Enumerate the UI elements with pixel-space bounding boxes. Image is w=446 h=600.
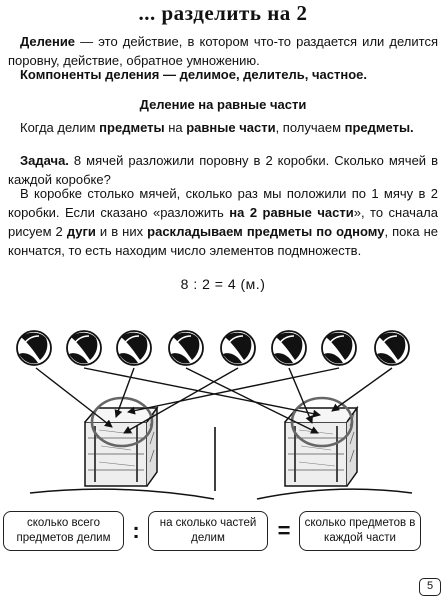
group-circle-right	[290, 396, 354, 448]
intro-text-1: Когда делим	[20, 120, 100, 135]
quotient-text: сколько предметов в каждой части	[304, 517, 416, 544]
divisor-text: на сколько частей делим	[159, 517, 257, 544]
explanation-text-2: », то сначала рисуем 2	[8, 205, 438, 239]
task-paragraph: Задача. 8 мячей разложили поровну в 2 ко…	[8, 151, 438, 189]
section-title: Деление на равные части	[139, 97, 307, 112]
divisor-box: на сколько частей делим	[148, 511, 268, 551]
explanation-bold-1: на 2 равные части	[229, 205, 354, 220]
group-arc-right	[256, 488, 413, 500]
dividend-box: сколько всего предметов делим	[3, 511, 124, 551]
page-title: ... разделить на 2	[138, 1, 308, 25]
intro-text-3: , получаем	[275, 120, 345, 135]
quotient-box: сколько предметов в каждой части	[299, 511, 421, 551]
ball-icon-6	[271, 330, 307, 366]
ball-icon-7	[321, 330, 357, 366]
explanation-text-1: В коробке столько мячей, сколько раз мы …	[8, 186, 438, 220]
division-formula: 8 : 2 = 4 (м.)	[180, 276, 266, 292]
intro-bold-3: предметы.	[344, 120, 414, 135]
dividend-text: сколько всего предметов делим	[16, 517, 111, 544]
page-number: 5	[419, 578, 441, 596]
explanation-bold-2: дуги	[66, 224, 96, 239]
definition-term: Деление	[20, 34, 76, 49]
components-items: делимое, делитель, частное.	[179, 67, 367, 82]
intro-text-2: на	[164, 120, 187, 135]
ball-icon-4	[168, 330, 204, 366]
group-arc-left	[29, 488, 215, 500]
task-text: 8 мячей разложили поровну в 2 коробки. С…	[8, 153, 438, 187]
ball-icon-5	[220, 330, 256, 366]
explanation-text-4: , пока не кончатся, то есть находим числ…	[8, 224, 439, 258]
ball-icon-3	[116, 330, 152, 366]
definition-paragraph: Деление — это действие, в котором что-то…	[8, 32, 438, 70]
intro-bold-2: равные части	[186, 120, 276, 135]
task-label: Задача.	[20, 153, 69, 168]
ball-icon-8	[374, 330, 410, 366]
components-lead: Компоненты деления —	[20, 67, 180, 82]
explanation-paragraph: В коробке столько мячей, сколько раз мы …	[8, 184, 438, 260]
group-circle-left	[90, 396, 154, 448]
definition-text: — это действие, в котором что-то раздает…	[8, 34, 438, 68]
components-line: Компоненты деления — делимое, делитель, …	[8, 65, 438, 84]
equals-sign: =	[277, 518, 291, 543]
intro-bold-1: предметы	[99, 120, 165, 135]
distribution-arrows	[35, 367, 393, 434]
ball-icon-2	[66, 330, 102, 366]
explanation-text-3: и в них	[95, 224, 148, 239]
intro-paragraph: Когда делим предметы на равные части, по…	[8, 118, 438, 137]
explanation-bold-3: раскладываем предметы по одному	[147, 224, 385, 239]
divide-sign: :	[132, 518, 140, 543]
ball-icon-1	[16, 330, 52, 366]
balls-boxes-illustration	[16, 330, 413, 500]
